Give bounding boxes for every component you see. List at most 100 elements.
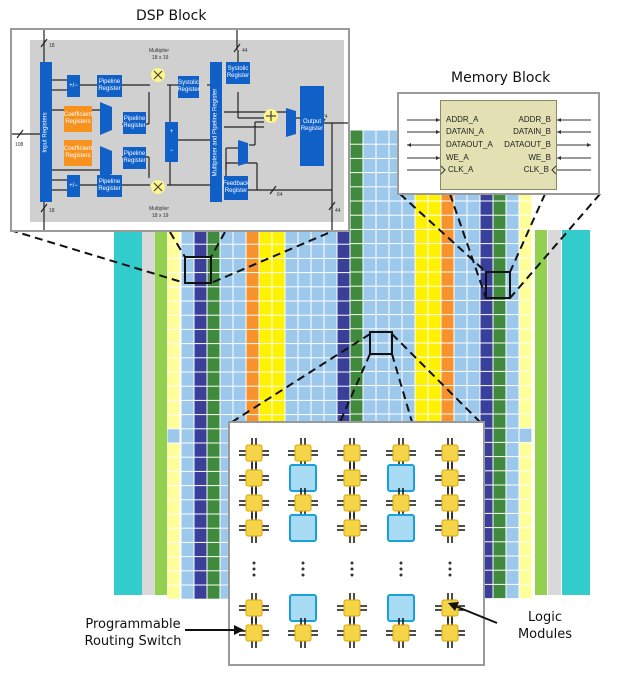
- cell-cell: [285, 273, 298, 287]
- mem-cell: [493, 244, 506, 258]
- cell-cell: [506, 315, 519, 329]
- dsp-cell: [480, 201, 493, 215]
- cell-cell: [311, 344, 324, 358]
- cell-cell: [233, 273, 246, 287]
- pale-cell: [519, 371, 532, 386]
- dsp-cell: [194, 429, 207, 443]
- pale-cell: [167, 443, 180, 457]
- pale-cell: [167, 358, 180, 372]
- add-subtract-unit: +−: [165, 122, 178, 162]
- cell-cell: [233, 329, 246, 344]
- dsp-cell: [194, 571, 207, 585]
- cell-cell: [285, 315, 298, 329]
- mem-cell: [493, 386, 506, 400]
- mem-cell: [493, 300, 506, 315]
- mem-cell: [207, 500, 220, 514]
- dsp-cell: [194, 443, 207, 457]
- cell-cell: [506, 528, 519, 542]
- mem-cell: [493, 513, 506, 528]
- pale-cell: [519, 300, 532, 315]
- addsub-bottom: +/−: [67, 175, 80, 197]
- mem-cell: [350, 400, 363, 414]
- yellow-cell: [428, 286, 441, 300]
- vertical-ellipsis-dot: [350, 573, 354, 577]
- cell-cell: [389, 371, 402, 386]
- dsp-cell: [194, 258, 207, 273]
- pale-cell: [519, 442, 532, 457]
- cell-cell: [363, 315, 376, 329]
- mem-cell: [350, 244, 363, 258]
- cell-cell: [285, 230, 298, 244]
- cell-cell: [376, 229, 389, 244]
- port-addr-b: ADDR_B: [518, 115, 551, 124]
- yellow-cell: [272, 358, 285, 372]
- dsp-cell: [337, 258, 350, 273]
- pale-cell: [167, 471, 180, 486]
- cell-cell: [363, 229, 376, 244]
- cell-cell: [181, 486, 194, 500]
- pale-cell: [167, 400, 180, 415]
- cell-cell: [363, 201, 376, 215]
- routing-switch: [245, 624, 263, 642]
- cell-cell: [285, 344, 298, 358]
- yellow-cell: [259, 258, 272, 273]
- clock-column: [535, 230, 547, 595]
- cell-cell: [363, 272, 376, 286]
- cell-cell: [402, 286, 415, 300]
- orange-cell: [246, 344, 259, 358]
- orange-cell: [246, 358, 259, 372]
- routing-switch: [441, 519, 459, 537]
- yellow-cell: [428, 201, 441, 215]
- mem-cell: [493, 584, 506, 599]
- mem-cell: [207, 557, 220, 571]
- logic-module: [289, 514, 317, 542]
- cell-cell: [376, 244, 389, 258]
- cell-cell: [376, 258, 389, 272]
- routing-switch: [245, 494, 263, 512]
- port-addr-a: ADDR_A: [446, 115, 479, 124]
- dsp-cell: [480, 329, 493, 343]
- pale-cell: [167, 258, 180, 273]
- port-datain-b: DATAIN_B: [513, 127, 551, 136]
- routing-switch: [245, 469, 263, 487]
- io-column: [114, 230, 142, 595]
- cell-cell: [285, 386, 298, 400]
- cell-cell: [285, 258, 298, 273]
- pipeline-register-4: Pipeline Register: [97, 175, 122, 197]
- pale-cell: [167, 329, 180, 344]
- dsp-zoom-marker: [184, 256, 212, 284]
- dsp-cell: [480, 244, 493, 258]
- cell-cell: [181, 443, 194, 457]
- orange-cell: [441, 371, 454, 386]
- cell-cell: [298, 244, 311, 258]
- yellow-cell: [415, 300, 428, 315]
- memory-callout-lines: [399, 193, 601, 299]
- orange-cell: [246, 386, 259, 400]
- yellow-cell: [415, 343, 428, 357]
- cell-cell: [181, 542, 194, 557]
- cell-cell: [298, 258, 311, 273]
- dsp-cell: [337, 287, 350, 301]
- mem-cell: [350, 130, 363, 144]
- yellow-cell: [415, 244, 428, 258]
- mem-cell: [350, 286, 363, 300]
- cell-cell: [181, 528, 194, 542]
- logic-array: ••••••••••••••••••: [239, 438, 465, 648]
- dsp-callout-lines: [9, 227, 341, 284]
- cell-cell: [311, 386, 324, 400]
- orange-cell: [246, 244, 259, 258]
- yellow-cell: [428, 357, 441, 371]
- yellow-cell: [428, 329, 441, 343]
- routing-switch: [343, 494, 361, 512]
- cell-cell: [285, 400, 298, 415]
- cell-cell: [467, 400, 480, 414]
- pale-cell: [519, 286, 532, 300]
- feedback-register: Feedback Register: [223, 176, 249, 200]
- yellow-cell: [415, 229, 428, 244]
- cell-cell: [181, 372, 194, 386]
- vertical-ellipsis-dot: [399, 561, 403, 565]
- mem-cell: [350, 158, 363, 173]
- yellow-cell: [428, 300, 441, 315]
- cell-cell: [376, 144, 389, 158]
